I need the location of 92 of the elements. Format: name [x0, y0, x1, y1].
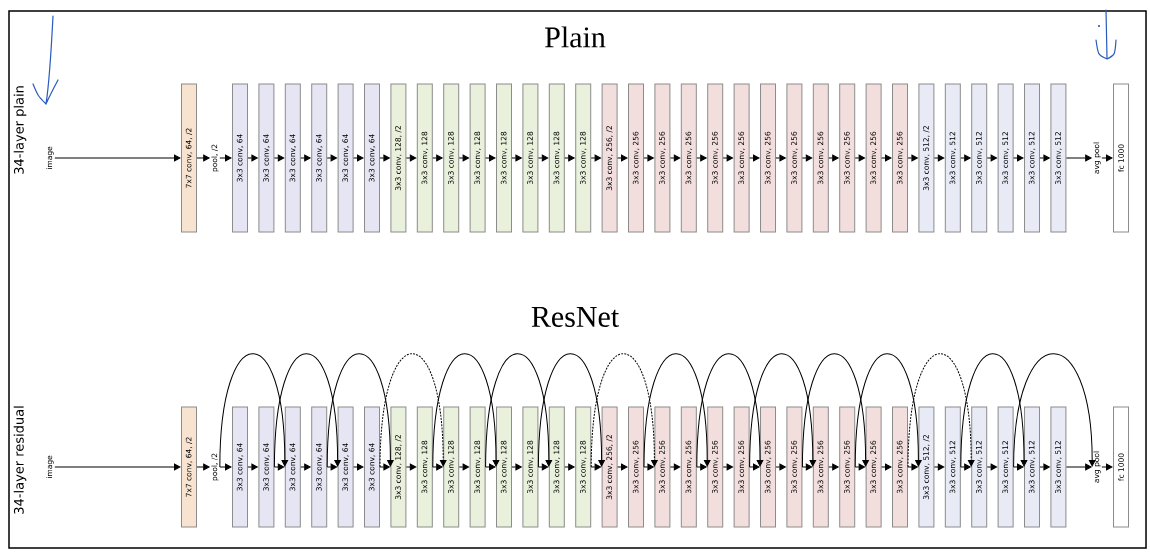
arrow — [300, 154, 311, 162]
arrow — [405, 154, 417, 162]
arrow — [854, 154, 865, 162]
skip-connection-arrow — [1013, 353, 1096, 468]
arrow — [564, 154, 575, 162]
arrow — [537, 154, 549, 162]
arrow — [537, 463, 549, 471]
arrow — [54, 463, 181, 471]
arrow — [247, 463, 258, 471]
arrow — [590, 154, 601, 162]
skip-connection-arrow — [432, 353, 500, 468]
skip-connection-arrow — [854, 353, 922, 468]
arrow — [511, 463, 522, 471]
arrow — [960, 154, 971, 162]
skip-connection-arrow — [643, 353, 711, 468]
arrow — [353, 463, 364, 471]
arrow — [405, 463, 417, 471]
arrow — [485, 154, 496, 162]
arrow — [564, 463, 575, 471]
arrow — [326, 463, 337, 471]
arrow — [986, 463, 997, 471]
skip-connection-arrow — [801, 353, 869, 468]
heading: ResNet — [531, 307, 619, 327]
arrow — [828, 463, 839, 471]
arrow — [432, 154, 443, 162]
arrow — [300, 463, 311, 471]
arrow — [458, 154, 469, 162]
arrow — [432, 463, 443, 471]
arrow — [801, 154, 813, 162]
arrow — [326, 154, 337, 162]
arrow — [617, 463, 628, 471]
arrow — [933, 154, 945, 162]
arrow — [854, 463, 865, 471]
arrow — [960, 463, 971, 471]
arrow — [669, 154, 681, 162]
arrow — [273, 463, 285, 471]
arrow — [273, 154, 285, 162]
arrow — [722, 154, 733, 162]
arrow — [881, 463, 892, 471]
row-label: 34-layer plain — [13, 86, 27, 174]
arrow — [643, 154, 654, 162]
arrow — [379, 154, 390, 162]
arrow — [696, 154, 707, 162]
arrow — [907, 154, 918, 162]
skip-connection-arrow — [907, 353, 975, 468]
arrow — [722, 463, 733, 471]
skip-connection-arrow — [219, 353, 289, 468]
arrow — [696, 463, 707, 471]
arrow — [828, 154, 839, 162]
arrow — [775, 154, 786, 162]
arrow — [1013, 463, 1024, 471]
arrow — [617, 154, 628, 162]
arrow — [1101, 463, 1113, 471]
arrow — [511, 154, 522, 162]
arrow — [1065, 463, 1092, 471]
skip-connection-arrow — [485, 353, 553, 468]
arrow — [986, 154, 997, 162]
arrow — [219, 463, 232, 471]
arrow — [1101, 154, 1113, 162]
skip-connection-arrow — [696, 353, 764, 468]
arrow — [907, 463, 918, 471]
arrow — [669, 463, 681, 471]
arrow — [1039, 463, 1050, 471]
skip-connection-arrow — [537, 353, 605, 468]
arrow — [196, 463, 210, 471]
arrow — [458, 463, 469, 471]
arrow — [1013, 154, 1024, 162]
arrow — [219, 154, 232, 162]
arrow — [643, 463, 654, 471]
arrow — [1065, 154, 1092, 162]
arrow — [379, 463, 390, 471]
heading: Plain — [545, 26, 606, 48]
arrow — [54, 154, 181, 162]
skip-connection-arrow — [590, 353, 658, 468]
arrow — [247, 154, 258, 162]
arrow — [1039, 154, 1050, 162]
arrow — [353, 154, 364, 162]
arrow — [775, 463, 786, 471]
skip-connection-arrow — [749, 353, 817, 468]
skip-connection-arrow — [960, 353, 1028, 468]
arrow — [196, 154, 210, 162]
arrow — [590, 463, 601, 471]
arrow — [749, 154, 760, 162]
arrow — [801, 463, 813, 471]
skip-connection-arrow — [273, 353, 341, 468]
arrow — [749, 463, 760, 471]
row-label: 34-layer residual — [13, 406, 27, 514]
arrow — [933, 463, 945, 471]
arrow — [881, 154, 892, 162]
skip-connection-arrow — [379, 353, 447, 468]
arrow — [485, 463, 496, 471]
skip-connection-arrow — [326, 353, 394, 468]
